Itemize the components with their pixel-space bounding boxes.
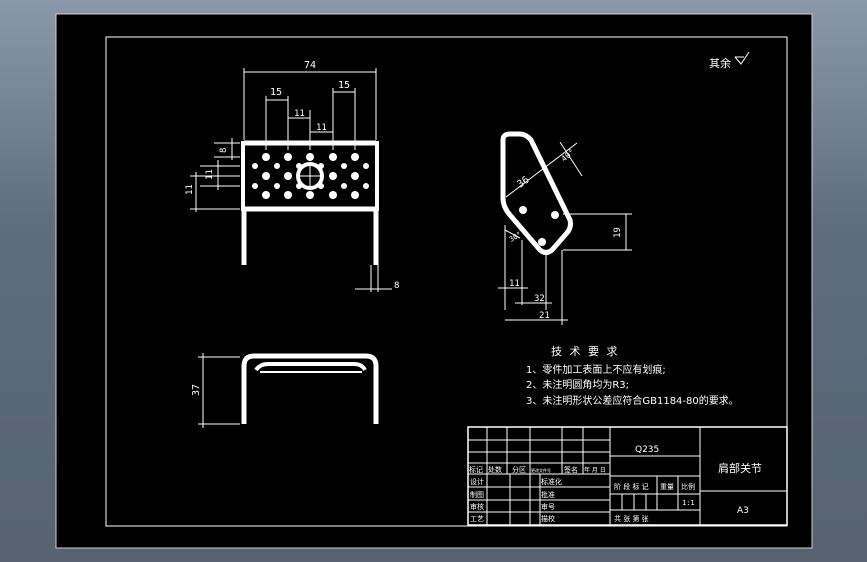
- svg-text:审核: 审核: [470, 502, 484, 511]
- tech-req-item: 3、未注明形状公差应符合GB1184-80的要求。: [526, 394, 739, 407]
- svg-text:21: 21: [539, 311, 550, 321]
- tech-requirements-title: 技 术 要 求: [551, 345, 620, 358]
- svg-text:11: 11: [509, 279, 520, 289]
- svg-text:11: 11: [205, 169, 215, 180]
- svg-text:15: 15: [270, 87, 282, 98]
- hole-grid: [252, 153, 369, 199]
- svg-text:重量: 重量: [660, 483, 674, 491]
- tech-req-item: 1、零件加工表面上不应有划痕;: [526, 363, 666, 376]
- svg-text:批准: 批准: [541, 490, 555, 499]
- front-view: 74 15 15 11 11 8 11 11 8: [185, 60, 399, 292]
- svg-text:32: 32: [534, 294, 545, 304]
- svg-text:签名: 签名: [564, 465, 578, 474]
- svg-text:更改文件号: 更改文件号: [531, 467, 551, 473]
- svg-text:8: 8: [394, 281, 399, 291]
- svg-text:1:1: 1:1: [682, 499, 695, 507]
- svg-text:描校: 描校: [541, 514, 555, 523]
- svg-text:标准化: 标准化: [541, 477, 562, 486]
- svg-text:分区: 分区: [512, 465, 526, 474]
- svg-text:8: 8: [219, 148, 229, 153]
- svg-text:19: 19: [613, 227, 623, 238]
- svg-text:15: 15: [338, 80, 350, 91]
- svg-text:标记: 标记: [469, 465, 483, 474]
- svg-text:37: 37: [191, 384, 202, 396]
- svg-text:11: 11: [294, 109, 305, 119]
- tech-req-item: 2、未注明圆角均为R3;: [526, 378, 629, 391]
- material-label: Q235: [635, 445, 659, 455]
- part-name: 肩部关节: [718, 461, 762, 475]
- drawing-sheet: [55, 13, 813, 549]
- svg-text:11: 11: [185, 184, 195, 195]
- svg-text:阶 段 标 记: 阶 段 标 记: [614, 482, 649, 491]
- title-block-text: Q235 肩部关节 A3 标记 处数 分区 更改文件号 签名 年 月 日 设计 …: [469, 445, 762, 523]
- roughness-note: 其余: [709, 51, 750, 70]
- svg-text:制图: 制图: [470, 490, 484, 499]
- svg-text:74: 74: [304, 60, 316, 71]
- svg-text:11: 11: [316, 123, 327, 133]
- roughness-symbol-icon: [734, 51, 750, 65]
- svg-text:审号: 审号: [541, 502, 555, 511]
- bottom-view: 37: [191, 353, 379, 428]
- tech-requirements: 技 术 要 求 1、零件加工表面上不应有划痕; 2、未注明圆角均为R3; 3、未…: [526, 345, 739, 407]
- svg-text:比例: 比例: [681, 482, 695, 491]
- svg-text:工艺: 工艺: [470, 515, 484, 523]
- svg-text:其余: 其余: [709, 56, 731, 70]
- svg-text:处数: 处数: [488, 465, 502, 474]
- drawing-number: A3: [737, 506, 749, 516]
- svg-text:共 张 第 张: 共 张 第 张: [614, 514, 649, 523]
- svg-text:年 月 日: 年 月 日: [584, 466, 606, 474]
- svg-text:设计: 设计: [470, 477, 484, 486]
- drawing-frame: [105, 36, 788, 527]
- title-block: [467, 426, 788, 526]
